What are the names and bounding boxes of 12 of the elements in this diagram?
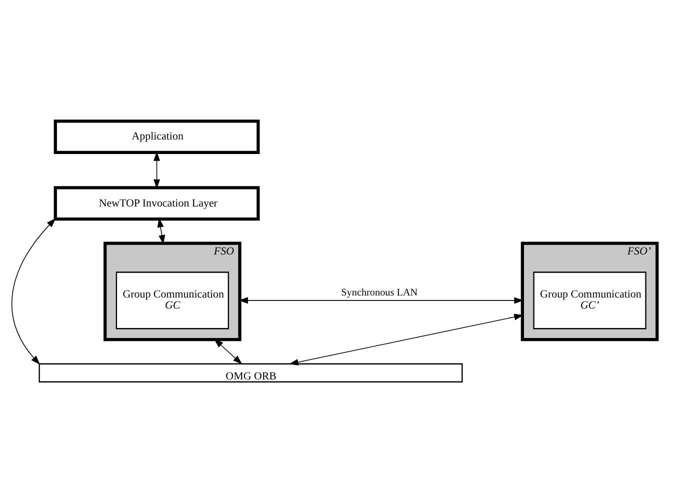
arrow [288,314,524,366]
arrow [238,297,524,304]
node-box: Group Communication GC [116,272,229,330]
node-box: Group Communication GC’ [533,272,646,330]
arrow [11,218,56,365]
arrow [214,338,242,364]
arrow [153,151,160,189]
node-box: NewTOP Invocation Layer [54,186,260,221]
node-box: Application [54,120,260,154]
edge-label: Synchronous LAN [341,287,418,298]
arrow [157,218,166,244]
node-box: OMG ORB [38,363,463,382]
